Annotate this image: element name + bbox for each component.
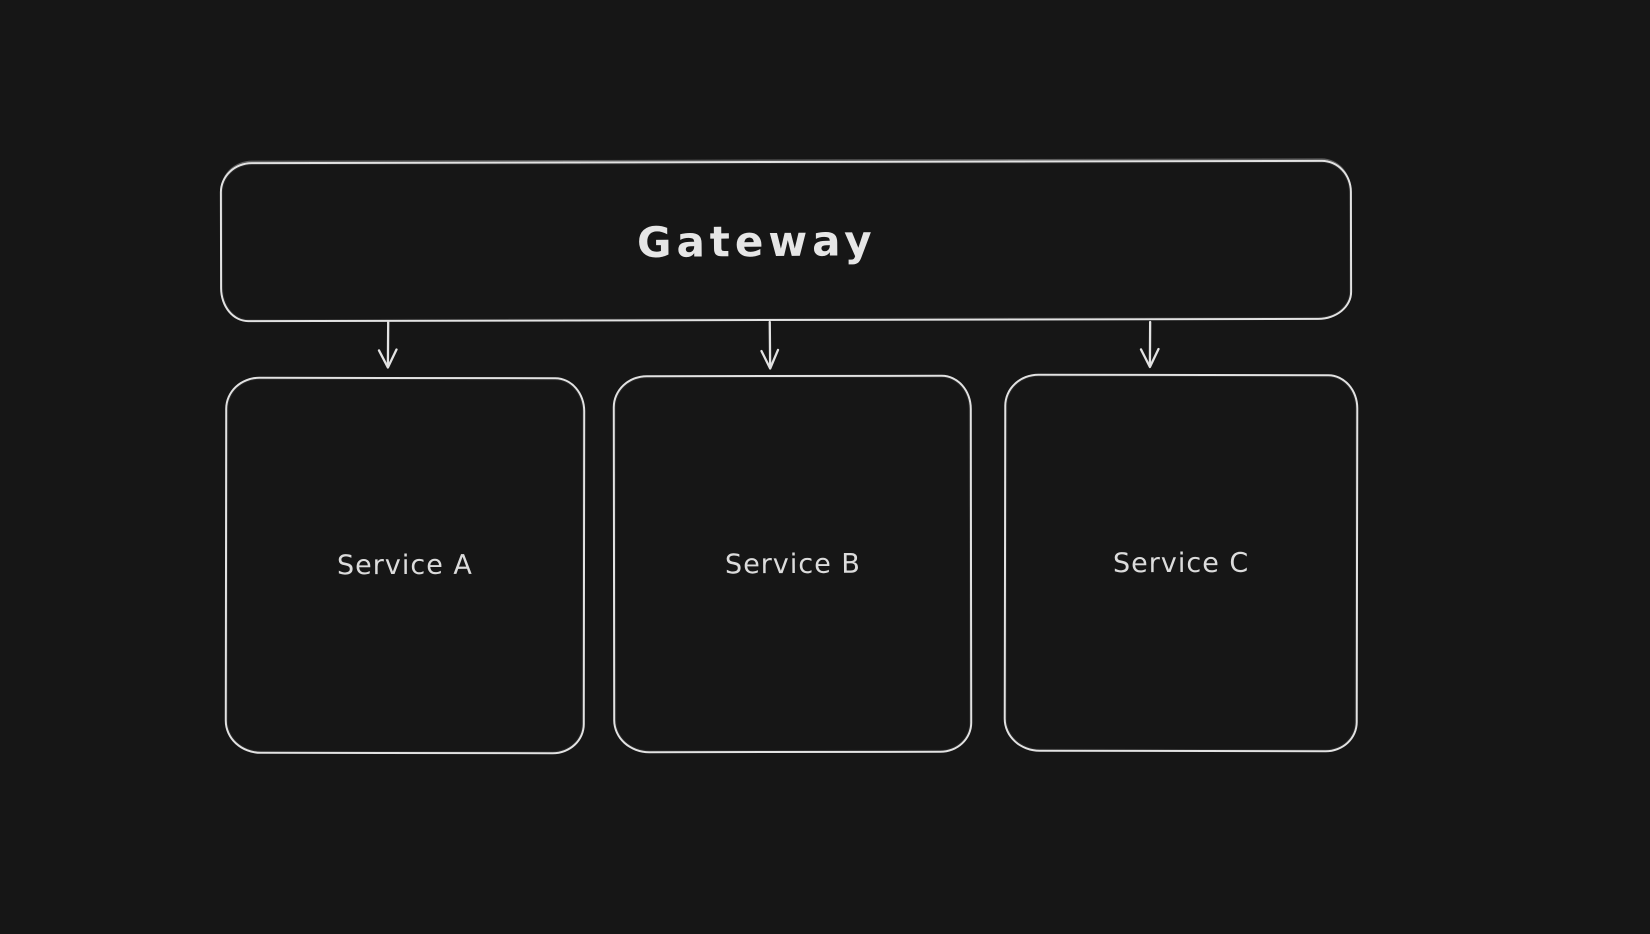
arrow-gateway-to-service-b[interactable] [757,320,783,378]
service-c-node[interactable]: Service C [1003,373,1359,753]
service-a-label: Service A [337,549,473,582]
arrow-gateway-to-service-c[interactable] [1137,320,1163,378]
service-b-node[interactable]: Service B [612,374,973,754]
service-a-node[interactable]: Service A [224,376,586,755]
service-c-label: Service C [1112,547,1250,579]
gateway-node[interactable]: Gateway [219,159,1353,323]
service-b-label: Service B [724,548,861,580]
gateway-label: Gateway [637,215,877,267]
arrow-gateway-to-service-a[interactable] [375,320,401,378]
